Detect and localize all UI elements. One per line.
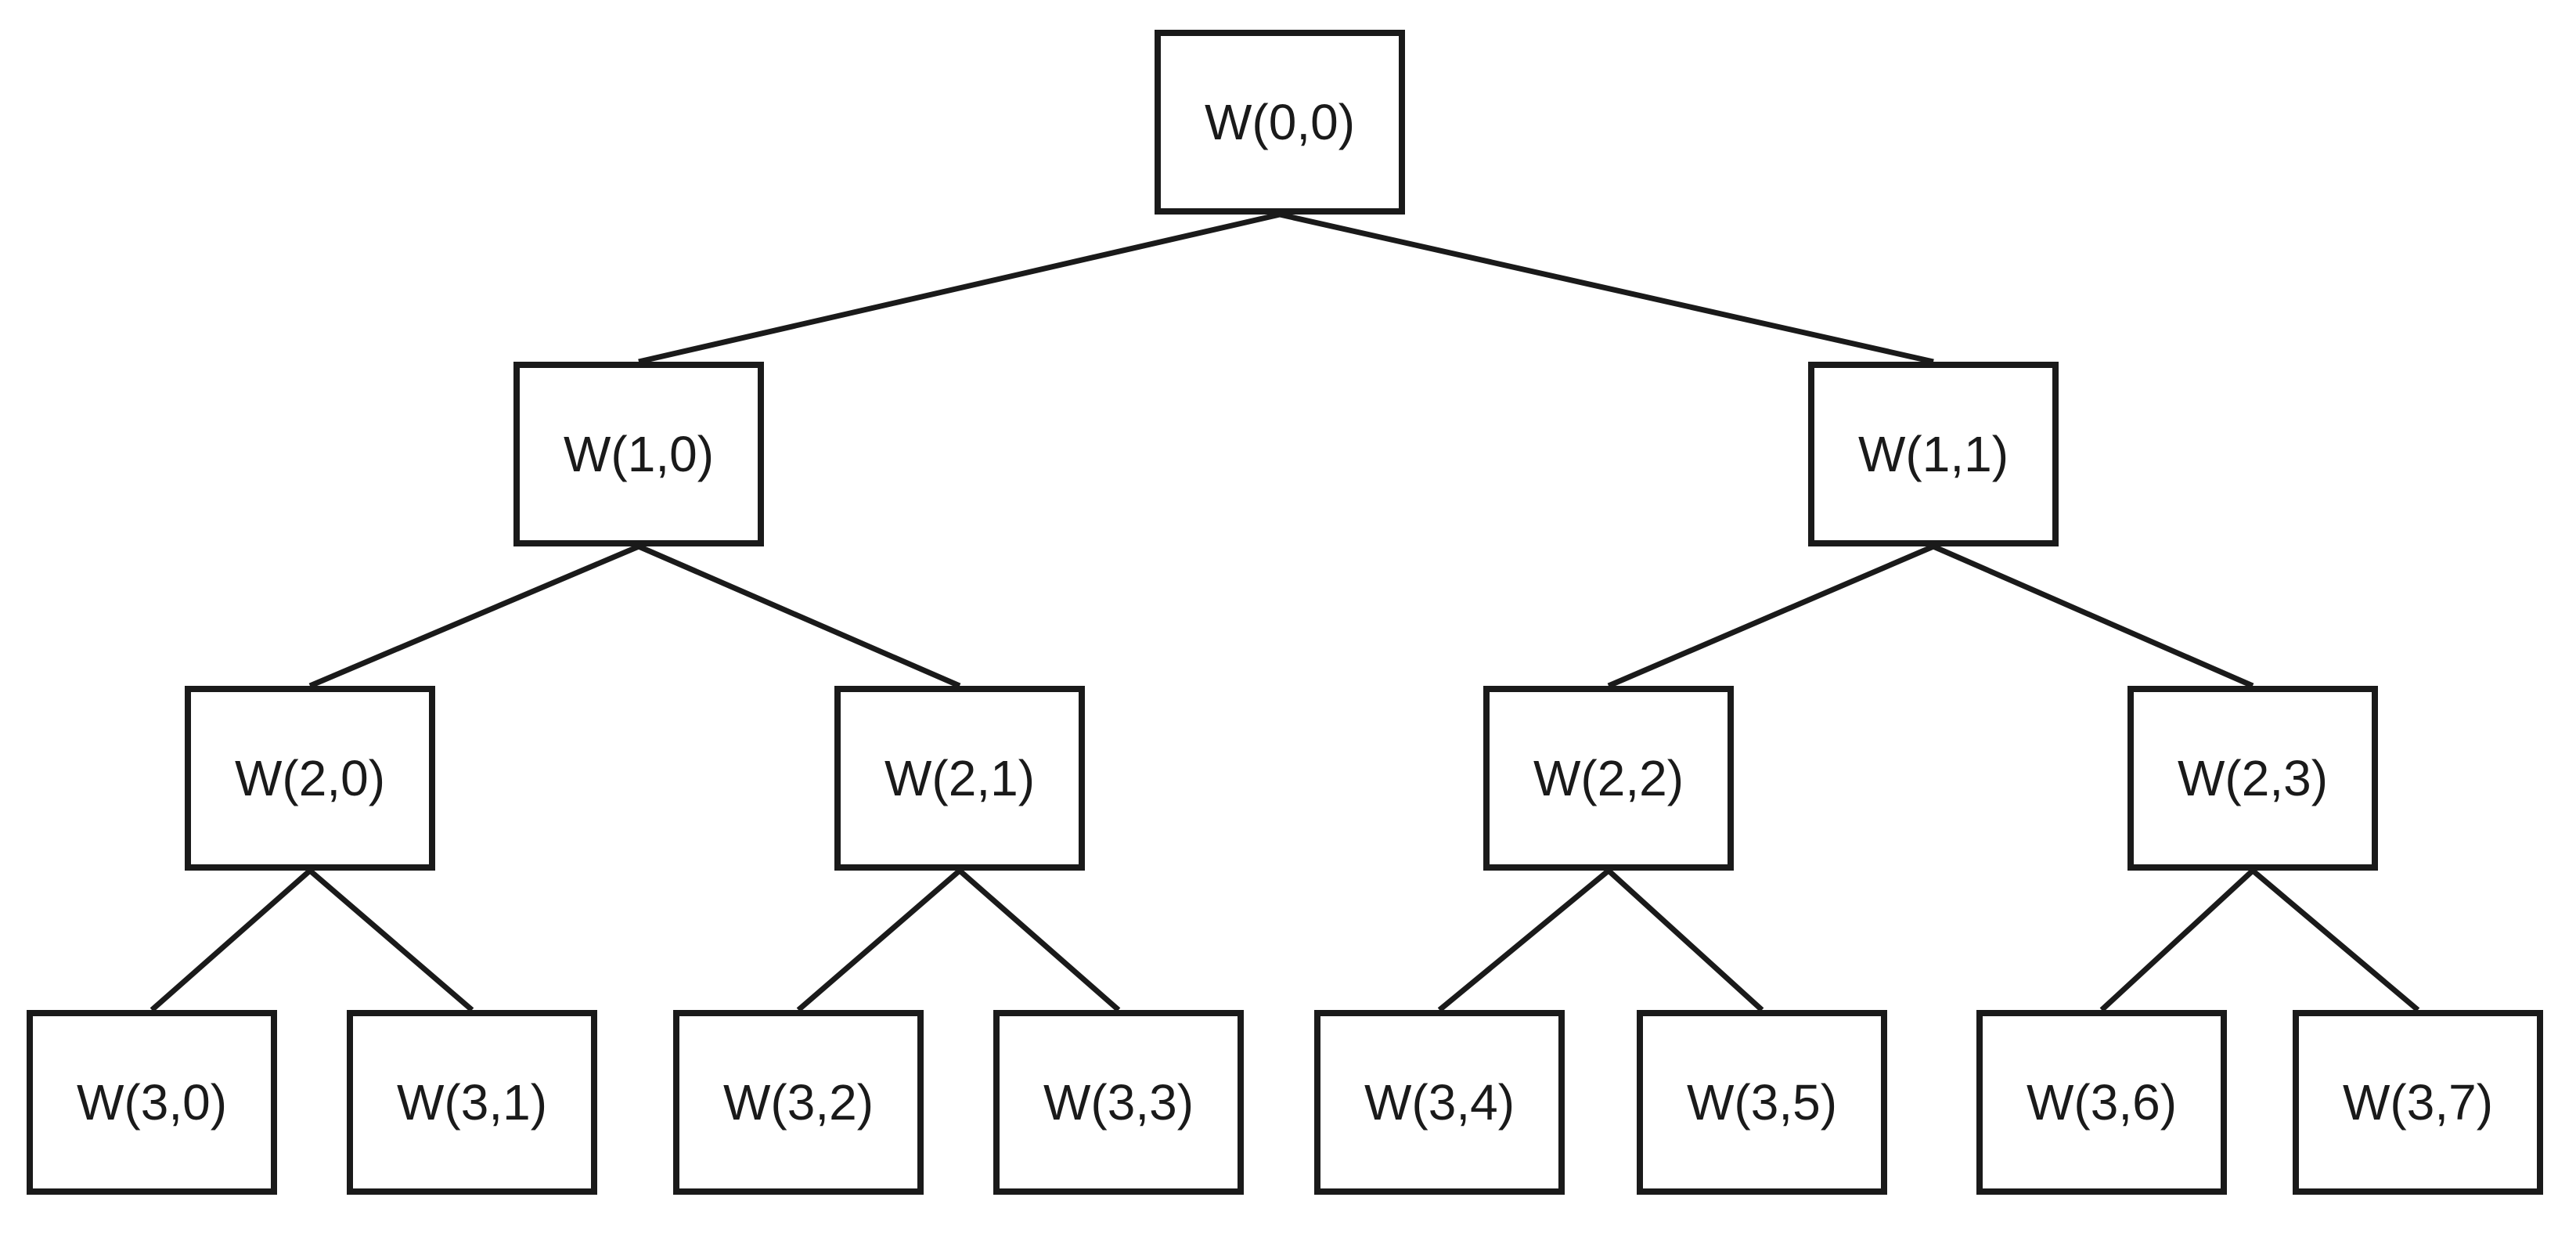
node-label-w36: W(3,6) <box>2027 1074 2177 1131</box>
node-label-w31: W(3,1) <box>397 1074 547 1131</box>
node-label-w30: W(3,0) <box>77 1074 227 1131</box>
node-label-w00: W(0,0) <box>1205 94 1355 150</box>
edge-w11-w23 <box>1932 543 2254 689</box>
node-label-w23: W(2,3) <box>2178 750 2328 806</box>
tree-node-w23: W(2,3) <box>2127 686 2378 871</box>
edge-w00-w10 <box>638 211 1281 365</box>
node-label-w32: W(3,2) <box>723 1074 874 1131</box>
tree-node-w31: W(3,1) <box>347 1010 597 1195</box>
edge-w22-w34 <box>1437 868 1611 1012</box>
edge-w20-w31 <box>308 868 474 1012</box>
node-label-w11: W(1,1) <box>1858 426 2009 482</box>
edge-w23-w36 <box>2099 868 2255 1012</box>
tree-node-w22: W(2,2) <box>1483 686 1734 871</box>
node-label-w10: W(1,0) <box>564 426 714 482</box>
tree-node-w11: W(1,1) <box>1808 362 2059 546</box>
tree-node-w37: W(3,7) <box>2293 1010 2543 1195</box>
tree-node-w35: W(3,5) <box>1637 1010 1887 1195</box>
node-label-w21: W(2,1) <box>884 750 1035 806</box>
tree-node-w10: W(1,0) <box>513 362 764 546</box>
node-label-w33: W(3,3) <box>1043 1074 1194 1131</box>
edge-w10-w21 <box>637 543 961 689</box>
node-label-w35: W(3,5) <box>1687 1074 1837 1131</box>
node-label-w20: W(2,0) <box>235 750 385 806</box>
edge-w11-w22 <box>1607 543 1935 689</box>
edge-w20-w30 <box>150 868 312 1012</box>
tree-node-w32: W(3,2) <box>673 1010 924 1195</box>
node-label-w37: W(3,7) <box>2343 1074 2493 1131</box>
node-label-w34: W(3,4) <box>1364 1074 1515 1131</box>
node-label-w22: W(2,2) <box>1533 750 1684 806</box>
tree-node-w00: W(0,0) <box>1155 30 1405 215</box>
edge-w23-w37 <box>2250 868 2420 1012</box>
tree-node-w21: W(2,1) <box>834 686 1085 871</box>
tree-node-w20: W(2,0) <box>185 686 435 871</box>
tree-node-w33: W(3,3) <box>993 1010 1244 1195</box>
edge-w21-w32 <box>796 868 962 1012</box>
tree-node-w36: W(3,6) <box>1976 1010 2227 1195</box>
edge-w10-w20 <box>308 543 640 689</box>
tree-node-w34: W(3,4) <box>1314 1010 1565 1195</box>
tree-node-w30: W(3,0) <box>27 1010 277 1195</box>
edge-w22-w35 <box>1606 868 1764 1012</box>
edge-w21-w33 <box>957 868 1121 1012</box>
edge-w00-w11 <box>1279 211 1934 365</box>
